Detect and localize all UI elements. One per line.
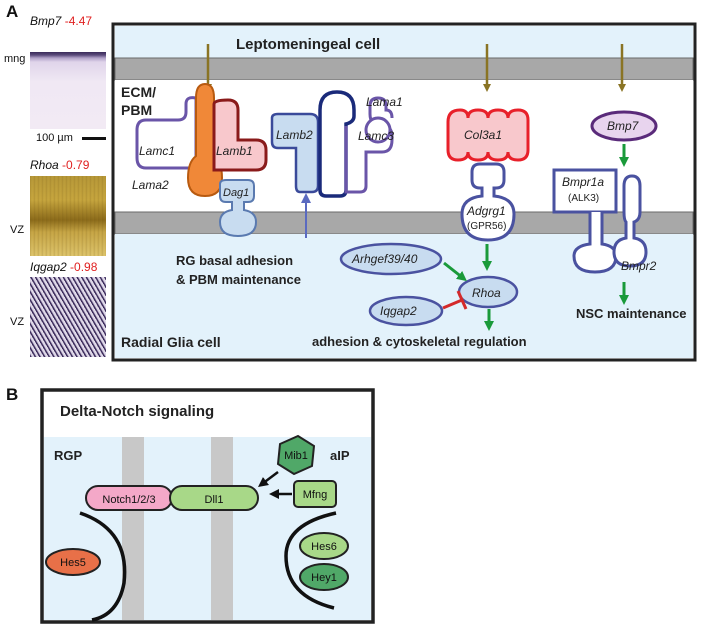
lama1-label: Lama1 bbox=[366, 95, 403, 109]
ish-label-rhoa: Rhoa -0.79 bbox=[30, 158, 89, 172]
ish-gene: Rhoa bbox=[30, 158, 59, 172]
ish-score: -4.47 bbox=[64, 14, 93, 28]
compartment-bottom-label: Radial Glia cell bbox=[121, 334, 221, 350]
leptomeningeal-cell-region bbox=[115, 26, 693, 58]
lamc1-shape bbox=[135, 96, 198, 170]
rgp-label: RGP bbox=[54, 448, 83, 463]
hes5-label: Hes5 bbox=[60, 557, 86, 569]
rg-adhesion-line2: & PBM maintenance bbox=[176, 272, 301, 287]
ish-score: -0.79 bbox=[62, 158, 90, 172]
ish-label-bmp7: Bmp7 -4.47 bbox=[30, 14, 92, 28]
top-membrane bbox=[114, 57, 694, 81]
adgrg1-label: Adgrg1 bbox=[466, 204, 506, 218]
iqgap2-pill bbox=[368, 295, 444, 327]
dll1-label: Dll1 bbox=[205, 494, 224, 506]
adhesion-outcome-label: adhesion & cytoskeletal regulation bbox=[312, 334, 527, 349]
scale-bar-label: 100 µm bbox=[36, 132, 73, 144]
iqgap2-inhibition-line bbox=[442, 298, 463, 310]
dag1-label: Dag1 bbox=[223, 187, 249, 199]
mib1-label: Mib1 bbox=[284, 450, 308, 462]
col3a1-shape bbox=[446, 108, 530, 162]
ish-side-label-vz: VZ bbox=[10, 316, 25, 328]
bmpr1a-box bbox=[552, 168, 618, 214]
bmpr2-shape bbox=[612, 174, 648, 268]
compartment-middle-label-line1: ECM/ bbox=[121, 84, 156, 100]
aip-nucleus-arc bbox=[284, 511, 337, 610]
panel-letter-a: A bbox=[6, 2, 19, 21]
hey1-label: Hey1 bbox=[311, 572, 337, 584]
dll1-pill bbox=[169, 485, 259, 511]
mib1-hexagon bbox=[276, 434, 316, 476]
bmpr2-label: Bmpr2 bbox=[621, 259, 657, 273]
mfng-box bbox=[293, 480, 337, 508]
bmpr1a-alias-label: (ALK3) bbox=[568, 193, 599, 204]
ish-gene: Bmp7 bbox=[30, 14, 62, 28]
aip-membrane bbox=[211, 437, 233, 620]
aip-label: aIP bbox=[330, 448, 350, 463]
compartment-middle-label-line2: PBM bbox=[121, 102, 152, 118]
hey1-pill bbox=[299, 563, 349, 591]
ish-image-bmp7 bbox=[30, 52, 106, 129]
rg-adhesion-line1: RG basal adhesion bbox=[176, 253, 293, 268]
iqgap2-label: Iqgap2 bbox=[380, 304, 417, 318]
ish-label-iqgap2: Iqgap2 -0.98 bbox=[30, 260, 97, 274]
arhgef-label: Arhgef39/40 bbox=[351, 252, 418, 266]
rhoa-label: Rhoa bbox=[472, 286, 501, 300]
notch-label: Notch1/2/3 bbox=[102, 494, 155, 506]
ish-side-label-vz: VZ bbox=[10, 224, 25, 236]
nsc-outcome-label: NSC maintenance bbox=[576, 306, 687, 321]
panel-letter-b: B bbox=[6, 385, 18, 404]
arhgef-to-rhoa-arrow bbox=[443, 261, 467, 282]
rgp-nucleus-arc bbox=[79, 511, 127, 622]
bmpr1a-label: Bmpr1a bbox=[562, 175, 604, 189]
mib1-to-dll1-arrow bbox=[258, 471, 279, 487]
hes5-pill bbox=[45, 548, 101, 576]
iqgap2-inhibition-bar bbox=[456, 290, 468, 310]
lama2-label: Lama2 bbox=[132, 178, 169, 192]
arhgef-pill bbox=[339, 242, 443, 276]
panel-b-title: Delta-Notch signaling bbox=[60, 403, 214, 420]
ish-gene: Iqgap2 bbox=[30, 260, 67, 274]
ish-side-label-mng: mng bbox=[4, 53, 26, 65]
ish-score: -0.98 bbox=[70, 260, 98, 274]
compartment-top-label: Leptomeningeal cell bbox=[236, 36, 380, 53]
bottom-membrane bbox=[114, 211, 694, 235]
lamc3-head bbox=[364, 116, 392, 144]
panel-b-background bbox=[44, 437, 371, 620]
dag1-shape bbox=[218, 179, 258, 238]
lamc1-label: Lamc1 bbox=[139, 144, 175, 158]
ish-image-rhoa bbox=[30, 176, 106, 256]
lamb2-label: Lamb2 bbox=[276, 128, 313, 142]
adgrg1-shape bbox=[460, 162, 516, 242]
mfng-label: Mfng bbox=[303, 489, 327, 501]
col3a1-label: Col3a1 bbox=[464, 128, 502, 142]
hes6-label: Hes6 bbox=[311, 541, 337, 553]
bmp7-pill bbox=[590, 110, 658, 142]
rgp-membrane bbox=[122, 437, 144, 620]
lamb1-shape bbox=[212, 98, 268, 172]
bmp7-label: Bmp7 bbox=[607, 119, 640, 133]
scale-bar bbox=[82, 137, 106, 140]
hes6-pill bbox=[299, 532, 349, 560]
ish-image-iqgap2 bbox=[30, 277, 106, 357]
adgrg1-alias-label: (GPR56) bbox=[467, 221, 506, 232]
lamb1-label: Lamb1 bbox=[216, 144, 253, 158]
lamc3-label: Lamc3 bbox=[358, 129, 394, 143]
lamb2-shape bbox=[270, 112, 320, 194]
